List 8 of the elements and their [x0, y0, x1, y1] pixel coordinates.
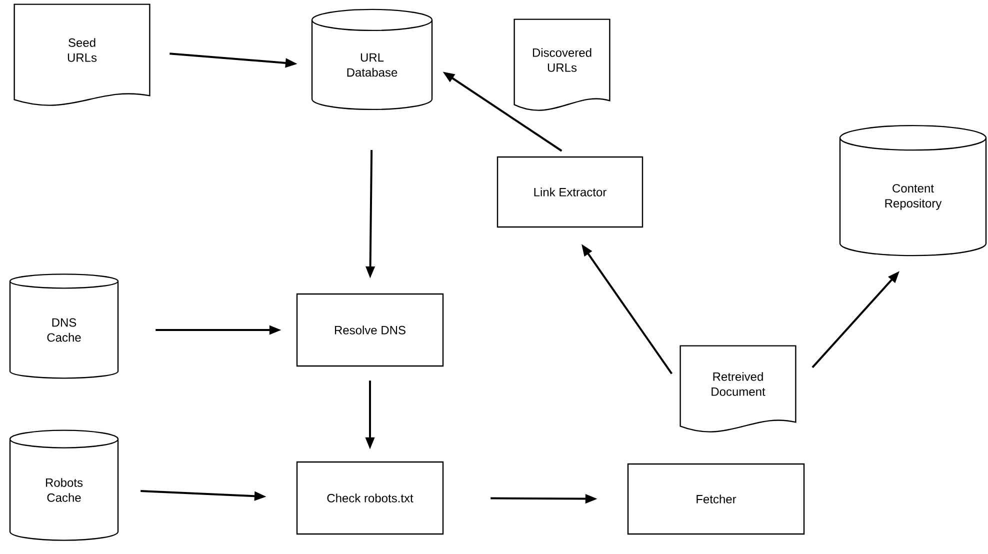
process-box: Check robots.txt — [296, 461, 444, 535]
process-box: Link Extractor — [496, 156, 644, 228]
process-box: Fetcher — [627, 463, 805, 535]
database-cylinder: URL Database — [311, 8, 433, 110]
database-cylinder: DNS Cache — [9, 274, 119, 379]
process-box: Resolve DNS — [296, 293, 444, 367]
database-cylinder: Robots Cache — [9, 430, 119, 541]
database-cylinder: Content Repository — [839, 124, 987, 256]
